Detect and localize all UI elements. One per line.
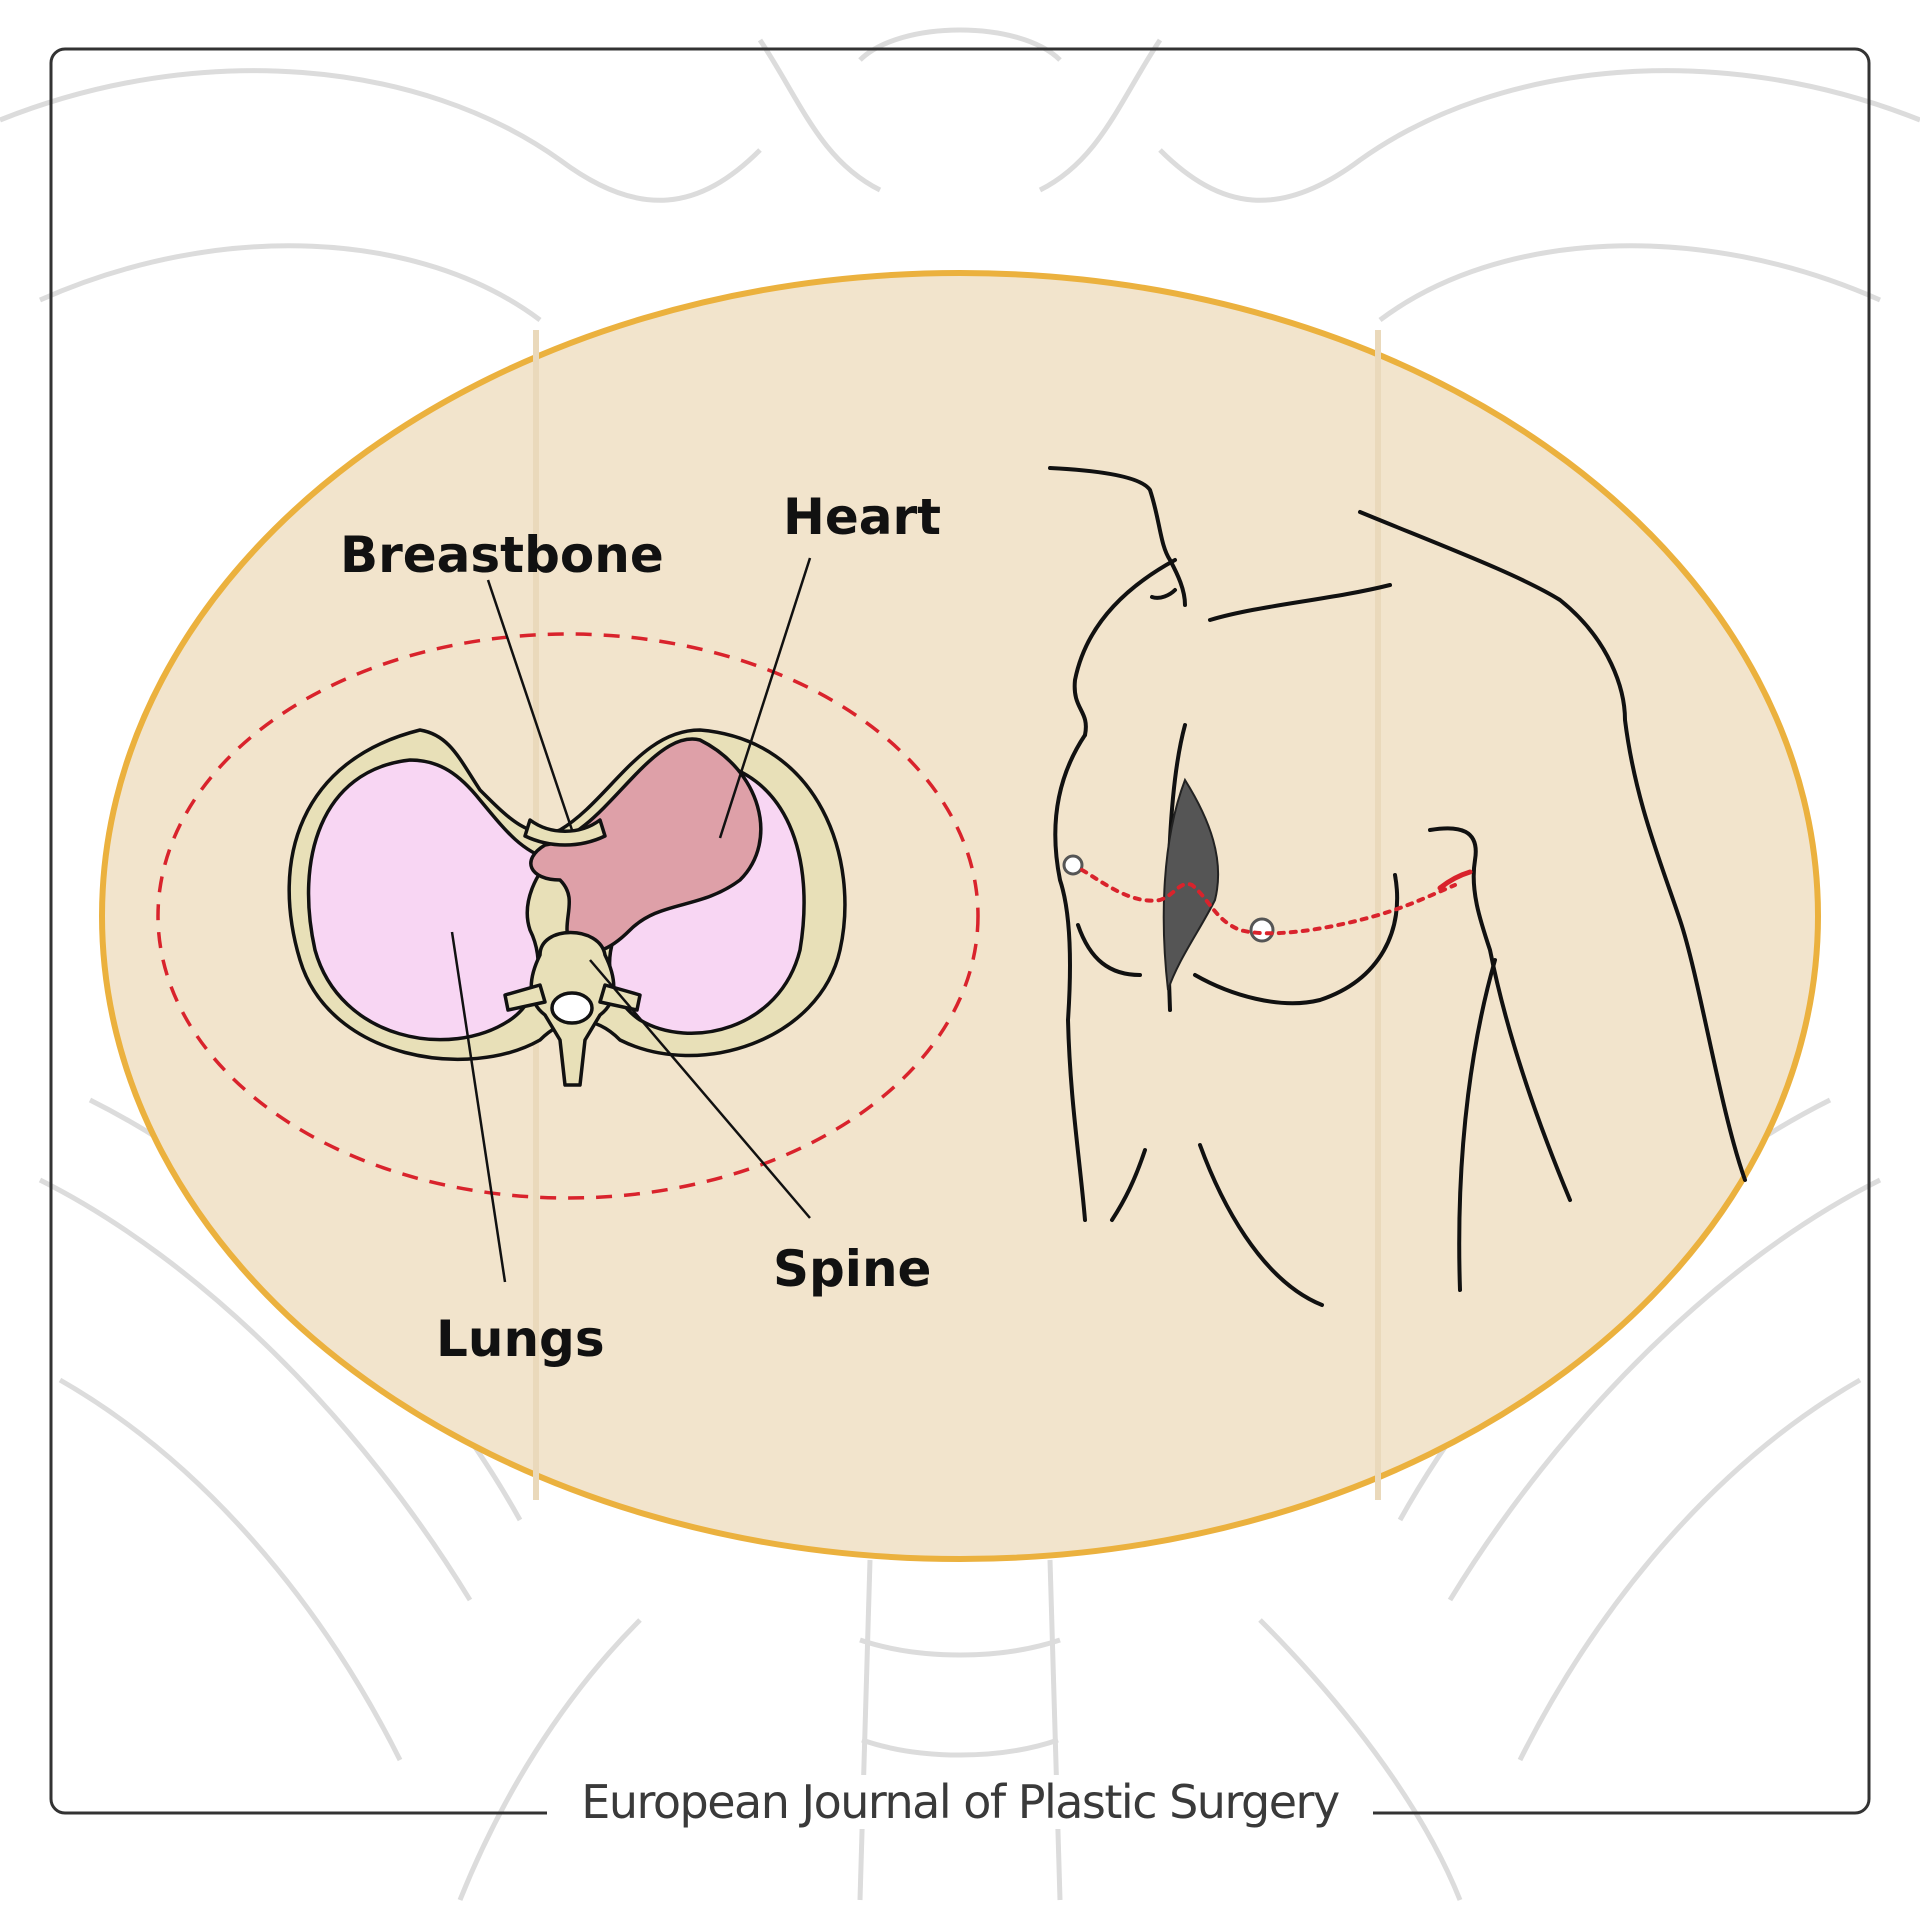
spinal-canal	[550, 991, 594, 1025]
spine-transverse-right	[598, 983, 642, 1012]
torso-neck	[1048, 466, 1187, 607]
left-nipple	[1062, 854, 1084, 876]
leader-lines	[450, 557, 812, 1283]
torso-waist-right	[1198, 1143, 1324, 1307]
breastbone-leader	[486, 579, 574, 831]
breastbone	[523, 818, 607, 847]
journal-title: European Journal of Plastic Surgery	[0, 1775, 1920, 1829]
torso-left-side	[1053, 733, 1087, 1222]
torso-right-arm	[1428, 826, 1572, 1202]
label-lungs: Lungs	[436, 1310, 605, 1368]
chest-cross-section	[287, 728, 847, 1087]
incision-line-end	[1437, 869, 1473, 891]
heart	[529, 737, 763, 954]
torso-waist-left	[1110, 1148, 1147, 1222]
label-heart: Heart	[783, 488, 941, 546]
label-spine: Spine	[773, 1240, 931, 1298]
spine-transverse-left	[503, 983, 547, 1012]
label-breastbone: Breastbone	[340, 526, 664, 584]
torso-right-side	[1457, 958, 1497, 1292]
spine-leader	[589, 959, 811, 1219]
torso-chest-top	[1208, 583, 1392, 622]
torso-right-shoulder	[1358, 510, 1747, 1182]
torso-right-breast	[1193, 873, 1400, 1006]
heart-leader	[718, 557, 812, 839]
right-nipple	[1249, 917, 1275, 943]
torso-left-breast	[1076, 923, 1142, 977]
lungs-leader	[450, 931, 507, 1283]
background-ellipse	[99, 270, 1821, 1562]
torso-left-shoulder	[1072, 558, 1177, 737]
torso-drawing	[1048, 466, 1747, 1307]
torso-collar	[1150, 588, 1177, 600]
incision-line-dotted	[1080, 868, 1457, 936]
incision-outline-dashed	[156, 632, 980, 1200]
